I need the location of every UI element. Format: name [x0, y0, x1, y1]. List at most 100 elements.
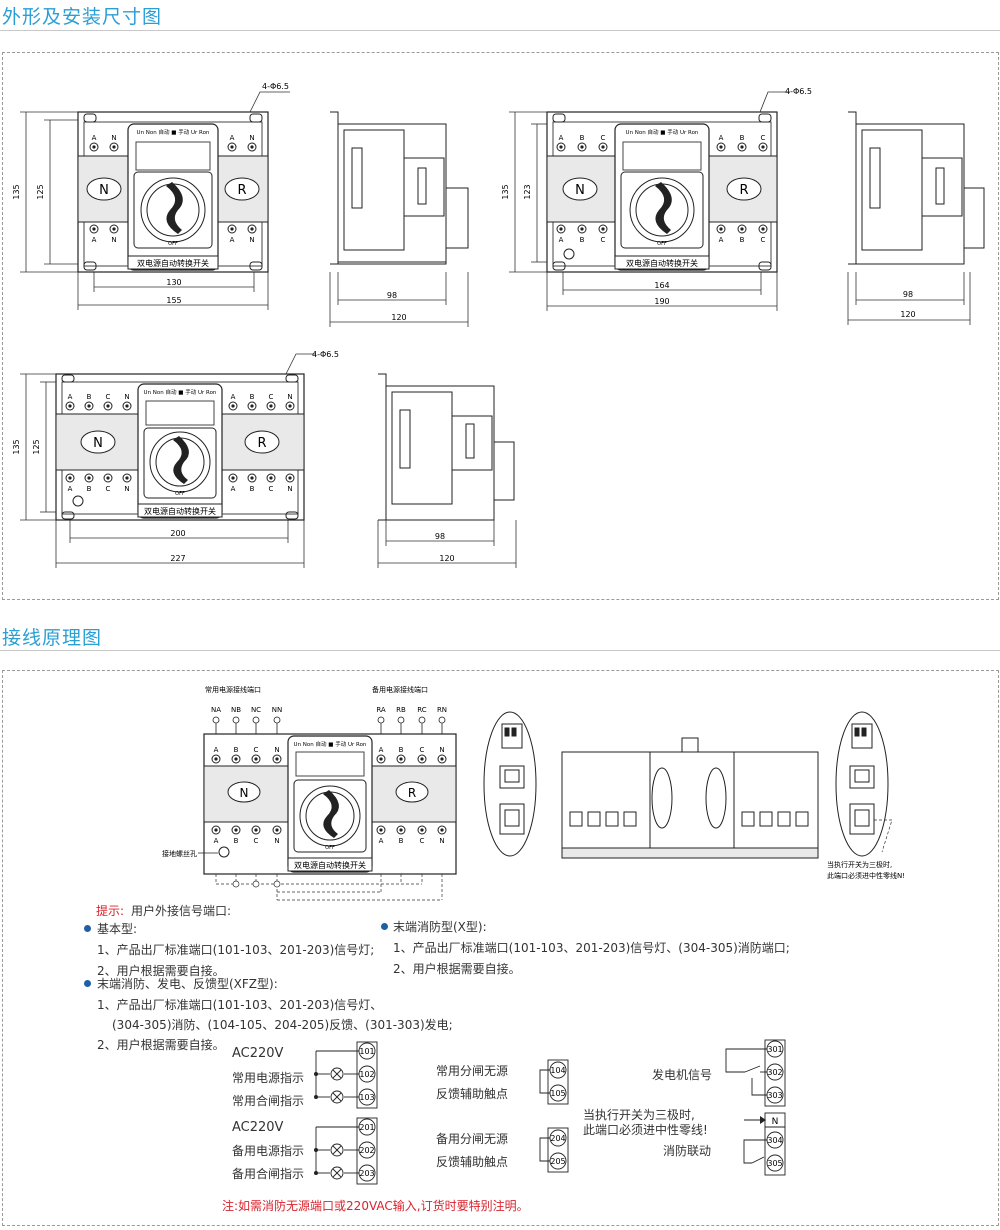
x-type-line-2: 2、用户根据需要自接。 [393, 962, 521, 976]
svg-text:123: 123 [523, 184, 532, 199]
dims-side-2 [847, 272, 971, 325]
dims-front-3pole [509, 91, 790, 311]
svg-text:A: A [719, 236, 724, 244]
svg-text:302: 302 [767, 1068, 782, 1077]
svg-text:164: 164 [654, 281, 669, 290]
svg-text:227: 227 [170, 554, 185, 563]
standby-feedback-label-1: 备用分闸无源 [436, 1132, 509, 1146]
svg-text:98: 98 [903, 290, 913, 299]
normal-feedback-label-1: 常用分闸无源 [436, 1064, 509, 1078]
svg-text:N: N [274, 746, 279, 754]
svg-text:4-Φ6.5: 4-Φ6.5 [312, 350, 339, 359]
standby-power-indicator-label: 备用电源指示 [232, 1144, 305, 1158]
svg-text:A: A [92, 236, 97, 244]
dim-120: 120 [391, 313, 406, 322]
mount-hole [83, 261, 97, 271]
svg-text:Un Non 自动 ■ 手动 Ur Ron: Un Non 自动 ■ 手动 Ur Ron [294, 740, 367, 748]
port-detail-oval-1 [483, 711, 537, 857]
terminals-bottom: A N A N [89, 224, 257, 244]
svg-text:C: C [761, 134, 766, 142]
svg-text:305: 305 [767, 1159, 782, 1168]
svg-text:120: 120 [439, 554, 454, 563]
r-label: R [739, 183, 748, 198]
bullet-icon [381, 923, 388, 930]
xfz-type-line-2: 2、用户根据需要自接。 [97, 1038, 225, 1052]
terminals-top-standby: A N [227, 134, 257, 152]
ground-screw [72, 495, 84, 507]
svg-text:N: N [287, 393, 292, 401]
svg-text:A: A [230, 134, 235, 142]
svg-text:N: N [439, 837, 444, 845]
svg-text:RA: RA [376, 706, 386, 714]
svg-text:125: 125 [32, 439, 41, 454]
ground-screw [563, 248, 575, 260]
mount-hole [249, 113, 263, 123]
svg-text:204: 204 [550, 1134, 565, 1143]
normal-feedback-label-2: 反馈辅助触点 [436, 1087, 509, 1101]
section-title-dimensions: 外形及安装尺寸图 [2, 6, 163, 28]
svg-text:103: 103 [359, 1093, 374, 1102]
mount-hole [83, 113, 97, 123]
basic-type-line-1: 1、产品出厂标准端口(101-103、201-203)信号灯; [97, 943, 375, 957]
svg-text:B: B [250, 485, 255, 493]
device-bottom-label: 双电源自动转换开关 [137, 258, 209, 268]
svg-text:200: 200 [170, 529, 185, 538]
top-port-labels: NA NB NC NN RA RB RC RN [211, 706, 447, 714]
svg-text:N: N [772, 1117, 779, 1127]
ground-screw-label: 接地螺丝孔 [162, 849, 197, 858]
port-detail-oval-2 [835, 711, 889, 857]
terminal-block-104-105 [539, 1059, 569, 1105]
svg-text:A: A [379, 746, 384, 754]
indicator-labels: Un Non 自动 ■ 手动 Ur Ron [137, 128, 210, 136]
svg-text:202: 202 [359, 1146, 374, 1155]
svg-text:98: 98 [435, 532, 445, 541]
dim-135: 135 [12, 184, 21, 199]
dim-155: 155 [166, 296, 181, 305]
n-label: N [99, 183, 109, 198]
terminal-block-204-205 [539, 1127, 569, 1173]
dim-125: 125 [36, 184, 45, 199]
svg-text:190: 190 [654, 297, 669, 306]
svg-text:R: R [408, 786, 416, 800]
svg-text:OFF: OFF [325, 845, 335, 851]
svg-text:N: N [439, 746, 444, 754]
mount-hole [249, 261, 263, 271]
svg-text:102: 102 [359, 1070, 374, 1079]
svg-text:A: A [559, 236, 564, 244]
svg-text:RC: RC [417, 706, 427, 714]
terminals-3pole: A B C A B C A B C A B C [556, 134, 768, 244]
svg-text:203: 203 [359, 1169, 374, 1178]
wiring-device: N R A B C N A B C N A B C N A B C N Un [203, 733, 457, 875]
dim-130: 130 [166, 278, 181, 287]
svg-text:RN: RN [437, 706, 447, 714]
svg-text:B: B [580, 134, 585, 142]
hint-label: 提示: [96, 904, 125, 918]
bullet-icon [84, 980, 91, 987]
svg-text:C: C [106, 393, 111, 401]
normal-port-label: 常用电源接线端口 [205, 685, 261, 694]
xfz-type-title: 末端消防、发电、反馈型(XFZ型): [97, 977, 278, 991]
svg-text:B: B [87, 485, 92, 493]
svg-text:B: B [580, 236, 585, 244]
n-label: N [93, 436, 103, 451]
svg-text:OFF: OFF [168, 241, 178, 247]
svg-text:301: 301 [767, 1045, 782, 1054]
svg-text:B: B [399, 746, 404, 754]
svg-text:Un Non 自动 ■ 手动 Ur Ron: Un Non 自动 ■ 手动 Ur Ron [626, 128, 699, 136]
svg-text:B: B [234, 746, 239, 754]
ac220v-label-1: AC220V [232, 1046, 284, 1061]
device-bottom-label: 双电源自动转换开关 [144, 506, 216, 516]
svg-text:A: A [719, 134, 724, 142]
normal-close-indicator-label: 常用合闸指示 [232, 1094, 305, 1108]
svg-text:N: N [249, 134, 254, 142]
svg-text:A: A [92, 134, 97, 142]
section-divider [0, 30, 1000, 31]
svg-text:N: N [111, 236, 116, 244]
svg-text:A: A [214, 746, 219, 754]
r-label: R [257, 436, 266, 451]
ground-screw [218, 846, 230, 858]
standby-port-label: 备用电源接线端口 [372, 685, 428, 694]
svg-text:B: B [250, 393, 255, 401]
svg-text:304: 304 [767, 1136, 782, 1145]
